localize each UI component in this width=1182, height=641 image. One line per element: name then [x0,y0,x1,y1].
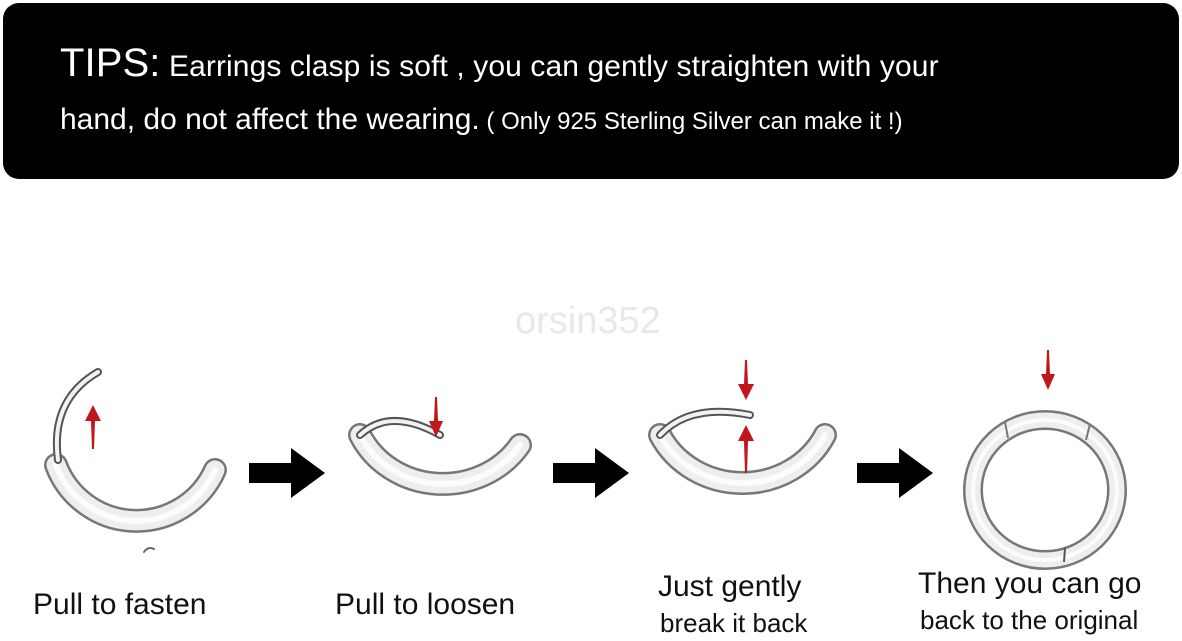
tips-line-2: hand, do not affect the wearing. ( Only … [60,103,903,137]
hoop-earring-half-open-icon [348,417,532,496]
step-4-caption-line-1: Then you can go [918,567,1142,600]
step-2-caption: Pull to loosen [335,588,516,621]
up-arrow-icon [85,405,101,449]
tips-label: TIPS: [60,41,161,85]
step-3-caption-line-1: Just gently [658,570,802,603]
tips-text-2: hand, do not affect the wearing. [60,103,480,136]
watermark: orsin352 [515,300,661,342]
tips-text-1: Earrings clasp is soft , you can gently … [160,50,939,83]
step-2-pull-to-loosen [330,395,550,595]
step-3-break-it-back [630,395,850,595]
down-arrow-icon [429,397,443,437]
hoop-earring-open-icon [44,368,227,553]
down-arrow-icon [1041,350,1055,390]
up-arrow-icon [738,425,754,473]
step-3-caption-line-2: break it back [660,608,808,638]
step-1-pull-to-fasten [20,360,250,585]
step-4-back-to-original [960,410,1130,570]
tips-banner: TIPS: Earrings clasp is soft , you can g… [3,3,1179,179]
step-4-caption-line-2: back to the original [920,605,1139,635]
tips-line-1: TIPS: Earrings clasp is soft , you can g… [60,41,939,86]
flow-arrow-right-icon [553,448,629,498]
flow-arrow-right-icon [249,448,325,498]
down-arrow-icon [738,360,754,400]
flow-arrow-right-icon [857,448,933,498]
step-1-caption: Pull to fasten [33,588,207,621]
hoop-earring-half-open-icon [648,407,837,495]
tips-note: ( Only 925 Sterling Silver can make it !… [479,108,903,135]
hoop-earring-closed-icon [963,410,1127,570]
